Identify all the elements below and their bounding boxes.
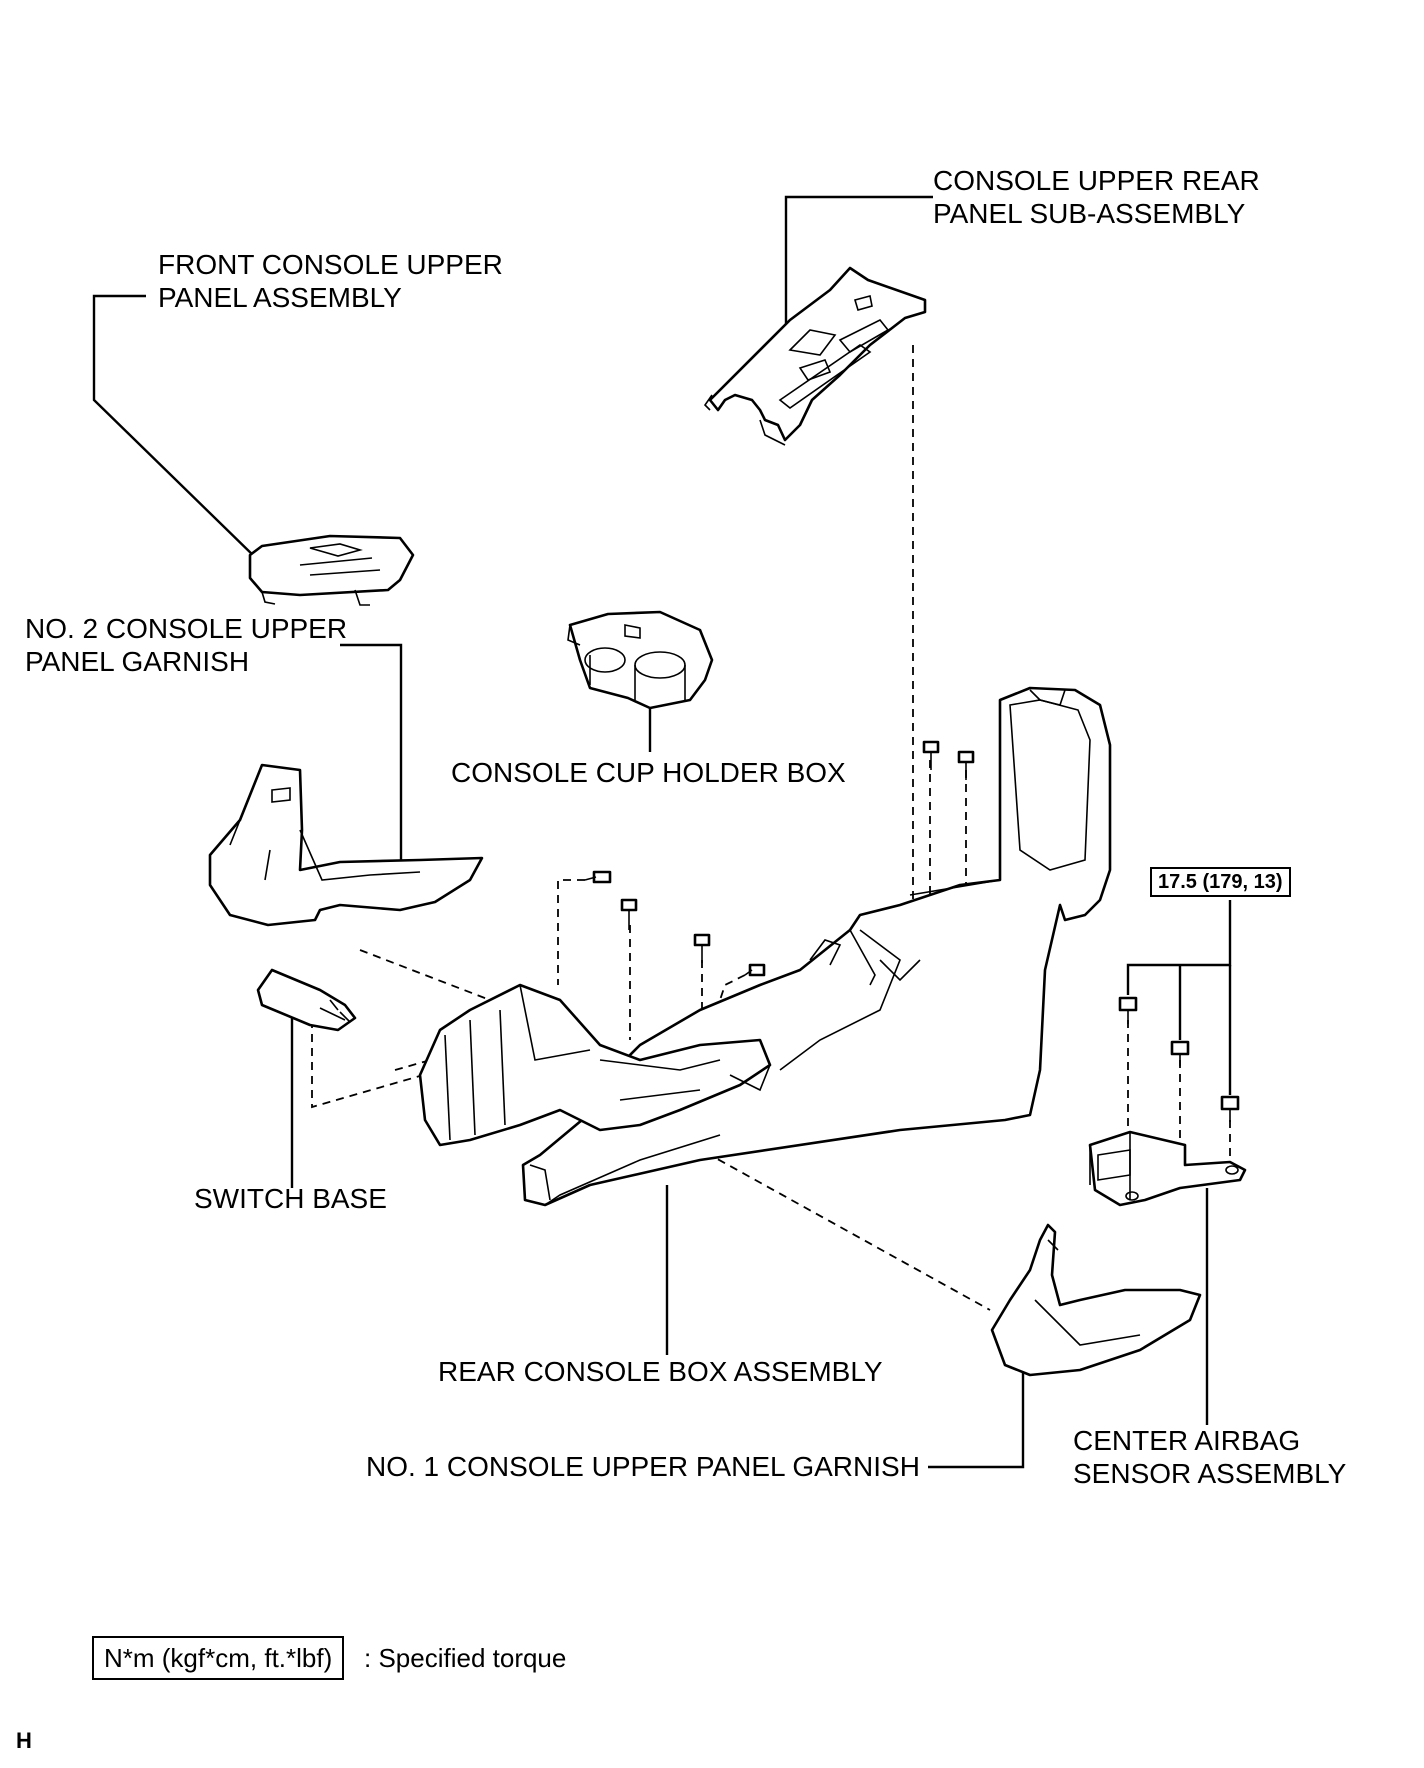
screw-group-top [584,740,975,977]
label-rear-console-box: REAR CONSOLE BOX ASSEMBLY [438,1356,883,1387]
label-line: SENSOR ASSEMBLY [1073,1458,1347,1489]
rear-console-box-part [418,686,1112,1207]
no1-console-garnish-part [990,1223,1202,1377]
label-line: PANEL ASSEMBLY [158,282,402,313]
no2-console-garnish-part [208,763,484,927]
label-line: CENTER AIRBAG [1073,1425,1301,1456]
label-cup-holder: CONSOLE CUP HOLDER BOX [451,757,846,788]
front-console-upper-panel-part [248,534,415,606]
label-line: FRONT CONSOLE UPPER [158,249,503,280]
leader-no1-garnish [928,1372,1025,1469]
leader-no2-garnish [340,643,403,880]
label-line: PANEL GARNISH [25,646,250,677]
leader-front-console [92,294,259,561]
legend-unit-box: N*m (kgf*cm, ft.*lbf) [92,1636,345,1680]
torque-bolts [1118,996,1240,1122]
console-cup-holder-part [567,610,714,710]
console-upper-rear-panel-part [703,266,927,446]
center-airbag-sensor-part [1088,1130,1247,1207]
torque-value-box: 17.5 (179, 13) [1150,867,1291,897]
corner-mark: H [16,1728,32,1753]
label-front-console: FRONT CONSOLE UPPER PANEL ASSEMBLY [158,248,503,314]
label-no1-garnish: NO. 1 CONSOLE UPPER PANEL GARNISH [366,1451,920,1482]
label-center-airbag: CENTER AIRBAG SENSOR ASSEMBLY [1073,1424,1346,1490]
legend-description: : Specified torque [364,1643,567,1673]
label-line: PANEL SUB-ASSEMBLY [933,198,1246,229]
label-line: NO. 2 CONSOLE UPPER [25,613,348,644]
label-no2-garnish: NO. 2 CONSOLE UPPER PANEL GARNISH [25,612,347,678]
label-line: CONSOLE UPPER REAR [933,165,1260,196]
leader-console-upper-rear [784,195,933,340]
switch-base-part [256,968,357,1032]
label-switch-base: SWITCH BASE [194,1183,387,1214]
label-console-upper-rear: CONSOLE UPPER REAR PANEL SUB-ASSEMBLY [933,164,1260,230]
